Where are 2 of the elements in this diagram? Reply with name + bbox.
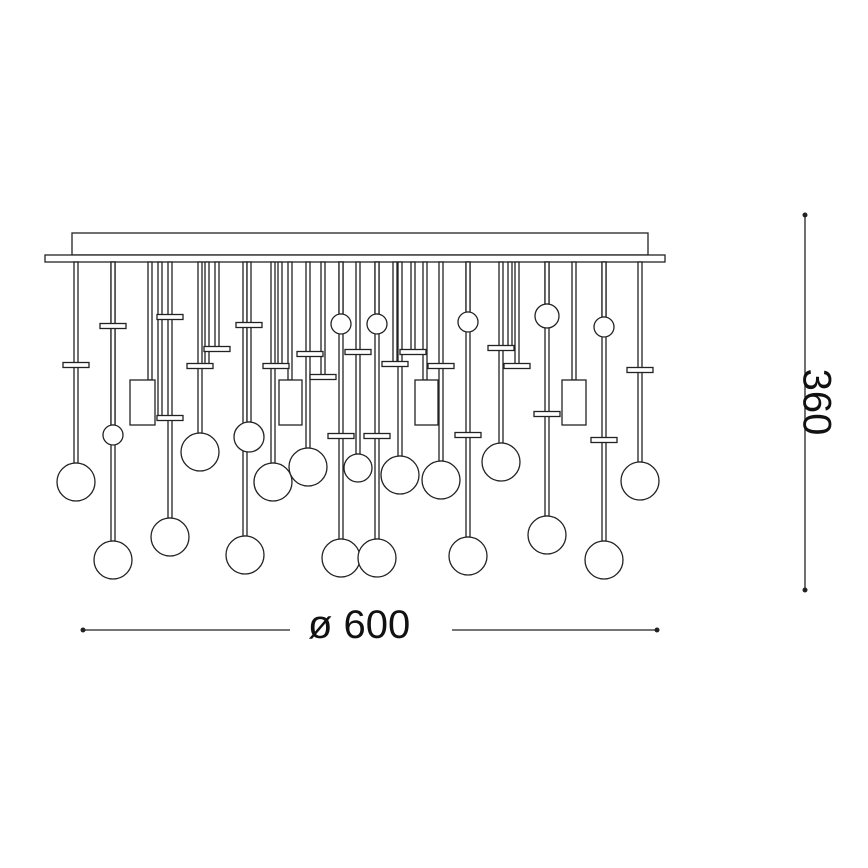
dimension-label: ø 600: [308, 605, 410, 645]
dimension-label: 360: [796, 368, 836, 436]
